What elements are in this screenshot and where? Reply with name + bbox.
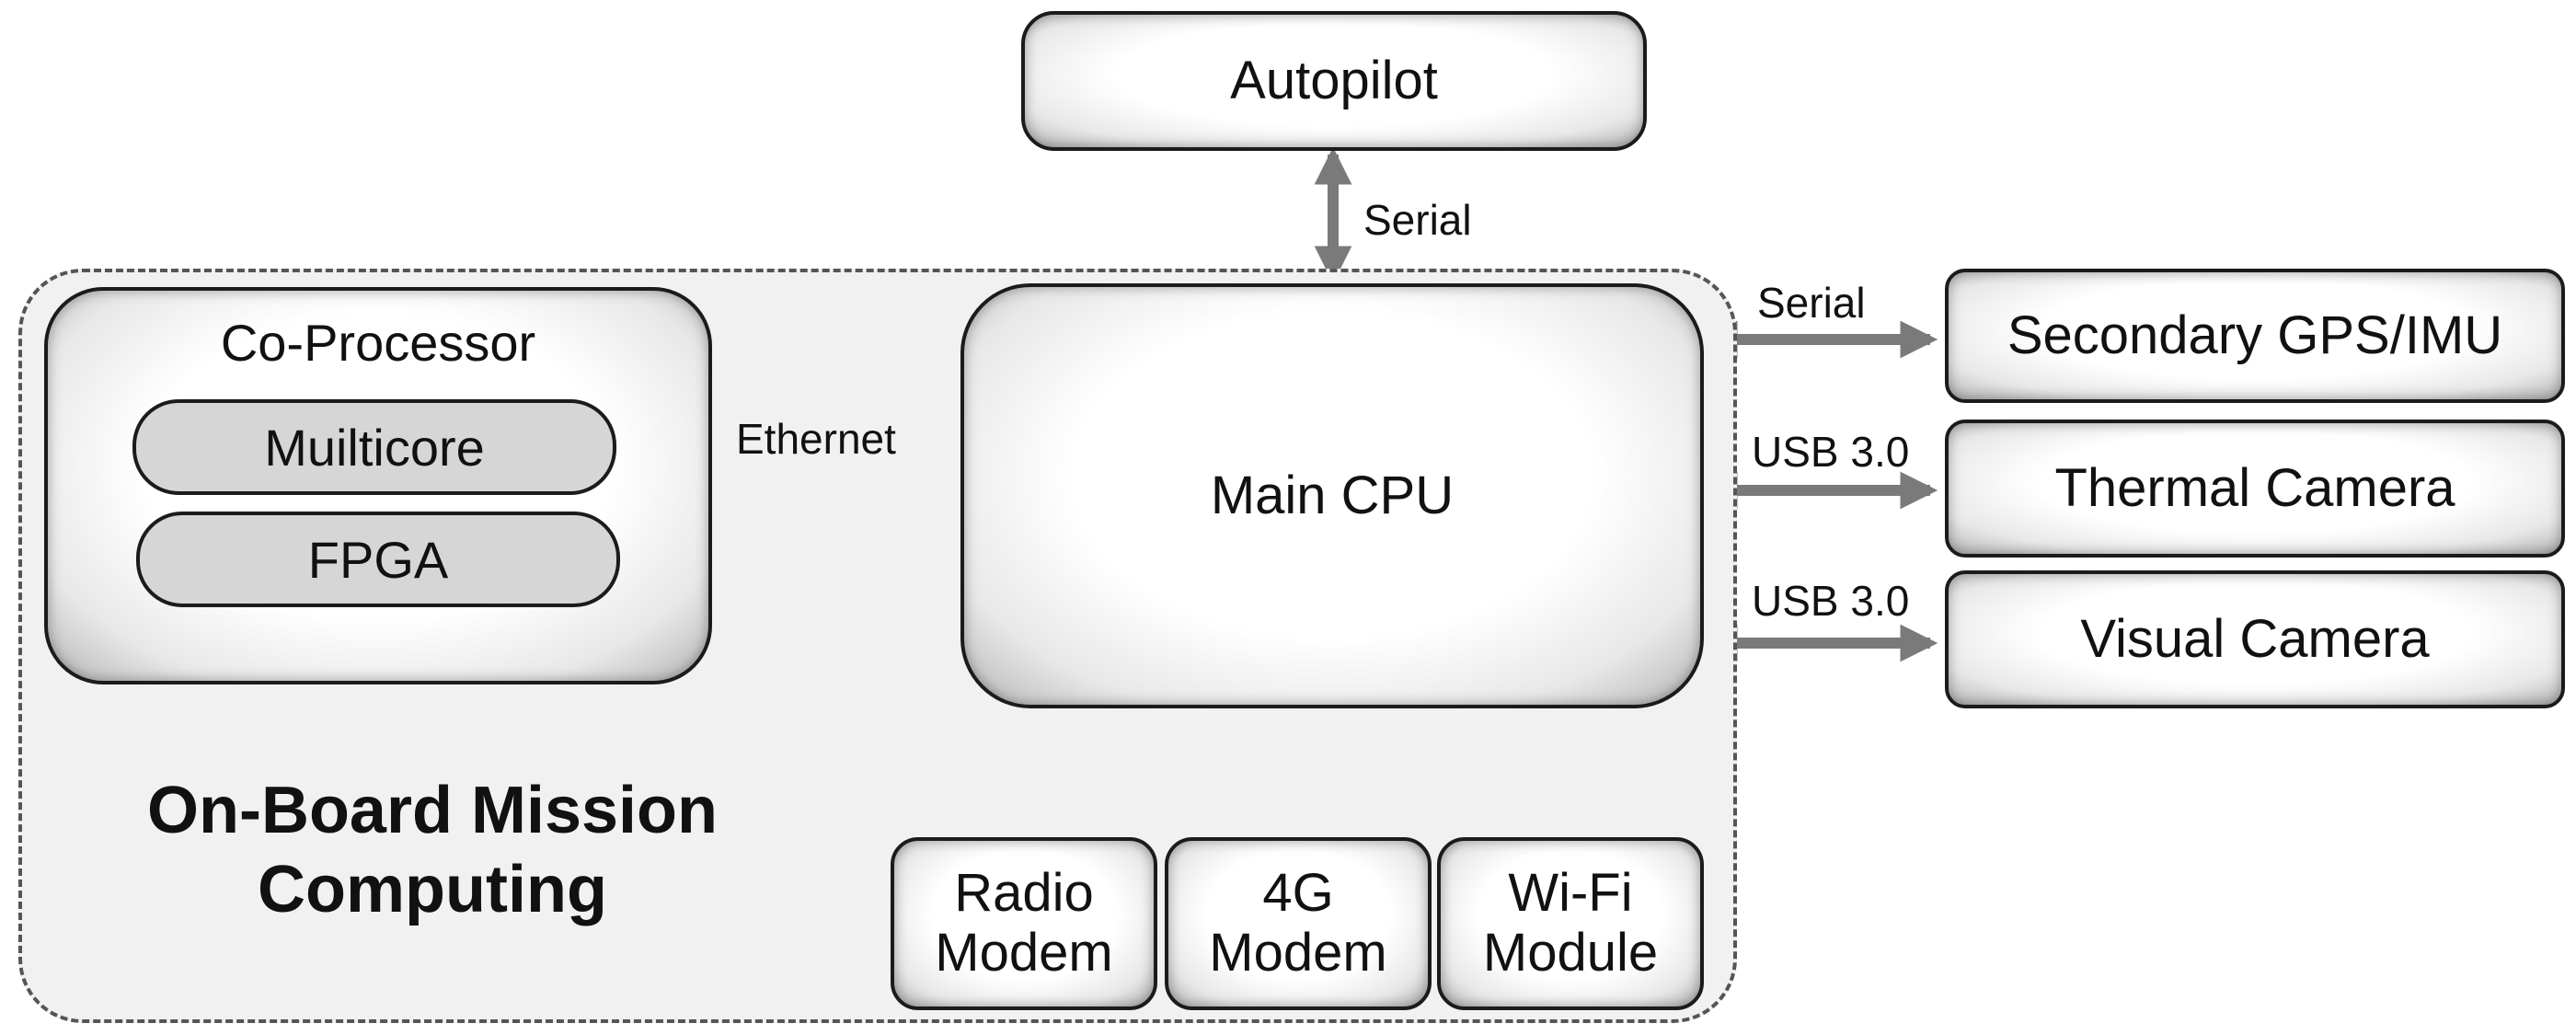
link-label-coproc-cpu: Ethernet [736,415,896,463]
link-label-cpu-gps: Serial [1757,279,1866,327]
link-label-cpu-visual: USB 3.0 [1752,577,1910,625]
co-processor-title: Co-Processor [220,314,536,372]
main-cpu-box[interactable]: Main CPU [960,283,1704,708]
fpga-pill[interactable]: FPGA [136,512,620,607]
frame-title-line2: Computing [258,853,607,927]
autopilot-box[interactable]: Autopilot [1021,11,1647,151]
radio-modem-label-line2: Modem [935,923,1113,983]
frame-title-line1: On-Board Mission [146,774,718,847]
wifi-module-label-line1: Wi-Fi [1508,863,1633,924]
4g-modem-label-line2: Modem [1209,923,1387,983]
fpga-label: FPGA [307,530,449,589]
visual-camera-box[interactable]: Visual Camera [1945,570,2565,708]
4g-modem-box[interactable]: 4G Modem [1165,837,1432,1010]
main-cpu-label: Main CPU [1210,465,1455,525]
autopilot-label: Autopilot [1230,50,1438,110]
link-label-cpu-thermal: USB 3.0 [1752,428,1910,476]
4g-modem-label-line1: 4G [1262,863,1334,924]
radio-modem-box[interactable]: Radio Modem [891,837,1157,1010]
thermal-camera-label: Thermal Camera [2054,457,2455,518]
secondary-gps-imu-box[interactable]: Secondary GPS/IMU [1945,269,2565,403]
multicore-pill[interactable]: Muilticore [132,399,616,495]
wifi-module-label-line2: Module [1482,923,1659,983]
wifi-module-box[interactable]: Wi-Fi Module [1437,837,1704,1010]
secondary-gps-imu-label: Secondary GPS/IMU [2007,305,2503,365]
radio-modem-label-line1: Radio [954,863,1094,924]
multicore-label: Muilticore [264,418,485,477]
thermal-camera-box[interactable]: Thermal Camera [1945,420,2565,558]
frame-title: On-Board Mission Computing [110,771,754,930]
visual-camera-label: Visual Camera [2080,608,2430,669]
link-label-autopilot-cpu: Serial [1363,196,1472,244]
